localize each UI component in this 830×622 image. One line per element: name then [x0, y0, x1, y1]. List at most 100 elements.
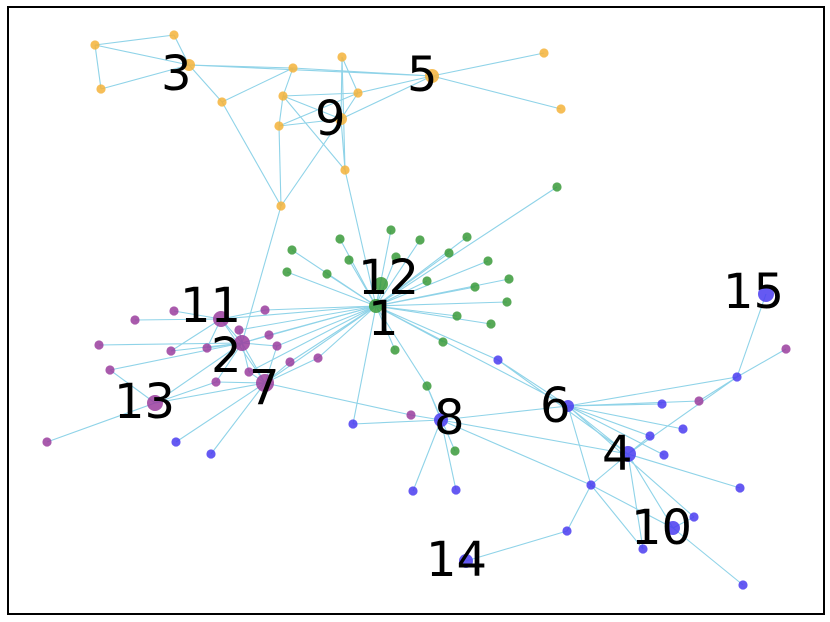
nodes-layer	[42, 30, 791, 590]
edge-h6-b10	[567, 405, 651, 437]
node-o3	[96, 84, 106, 94]
node-o10	[340, 165, 350, 175]
edge-h6-b12	[567, 405, 592, 486]
edge-h1-p5	[268, 305, 377, 336]
hub-label-15: 15	[723, 264, 784, 320]
hub-node-h1	[369, 299, 383, 313]
edge-o10-h1	[344, 169, 377, 307]
node-g7	[344, 255, 354, 265]
hub-node-h14	[459, 554, 473, 568]
hub-node-h2	[234, 335, 250, 351]
node-b8	[657, 399, 667, 409]
hub-label-8: 8	[434, 390, 465, 446]
edge-h8-b6	[440, 419, 457, 491]
node-g11	[282, 267, 292, 277]
node-p14	[211, 377, 221, 387]
edge-h1-p10	[289, 305, 377, 363]
edge-o13-h9	[280, 118, 342, 207]
node-p16	[42, 437, 52, 447]
node-g8	[444, 248, 454, 258]
node-p3	[260, 305, 270, 315]
edge-h6-b9	[567, 405, 684, 430]
edge-h1-g16	[375, 301, 508, 307]
hub-label-5: 5	[407, 47, 438, 103]
edge-h1-g12	[326, 273, 377, 307]
edge-h6-b11	[567, 405, 665, 456]
edge-h1-p13	[248, 305, 377, 373]
edge-h10-b17	[672, 527, 744, 586]
edge-h6-p17	[567, 400, 700, 407]
hub-label-13: 13	[114, 374, 175, 430]
edge-b1-h6	[497, 359, 569, 407]
edge-b7-h15	[736, 293, 767, 378]
edge-o3-h3	[100, 64, 190, 90]
edge-h6-b14	[567, 405, 695, 518]
node-b6	[451, 485, 461, 495]
edge-h1-p4	[238, 305, 377, 331]
hub-label-3: 3	[161, 46, 192, 102]
edge-o1-o3	[94, 44, 102, 90]
node-b14	[689, 512, 699, 522]
edge-h1-h7	[264, 305, 377, 384]
node-p18	[781, 344, 791, 354]
hub-node-h9	[335, 113, 347, 125]
hub-node-h15	[758, 286, 774, 302]
node-p6	[94, 340, 104, 350]
node-p15	[406, 410, 416, 420]
node-g15	[470, 282, 480, 292]
edge-h1-g13	[375, 280, 428, 307]
node-b10	[645, 431, 655, 441]
hub-label-7: 7	[249, 360, 280, 416]
node-p12	[105, 365, 115, 375]
hub-label-9: 9	[315, 91, 346, 147]
node-g13	[422, 276, 432, 286]
edge-h8-h4	[440, 419, 629, 455]
edge-h9-h5	[340, 75, 433, 120]
node-b15	[562, 526, 572, 536]
node-g14	[504, 274, 514, 284]
edge-h4-b7	[627, 376, 738, 455]
edge-h8-b12	[440, 419, 592, 486]
node-o11	[539, 48, 549, 58]
edge-b7-p18	[736, 348, 787, 378]
edge-h1-g3	[375, 239, 421, 307]
node-o12	[556, 104, 566, 114]
node-g18	[486, 319, 496, 329]
node-p13	[244, 367, 254, 377]
edge-h1-g1	[375, 186, 558, 307]
node-g2	[386, 225, 396, 235]
edge-h1-h11	[220, 305, 377, 320]
edge-h3-o4	[188, 64, 223, 103]
edge-h1-g21	[375, 305, 428, 387]
node-b7	[732, 372, 742, 382]
edge-h4-b16	[627, 453, 644, 550]
node-o4	[217, 97, 227, 107]
node-g3	[415, 235, 425, 245]
edge-h7-p11	[264, 357, 319, 384]
edge-h1-h6	[375, 305, 569, 407]
hub-node-h6	[562, 400, 574, 412]
node-p2	[169, 306, 179, 316]
edge-h5-o11	[431, 52, 545, 77]
edge-o8-o10	[341, 56, 346, 171]
edge-h8-b5	[412, 419, 442, 492]
node-o9	[353, 88, 363, 98]
edge-h2-p6	[98, 342, 243, 346]
node-p7	[166, 346, 176, 356]
edge-h11-h7	[220, 318, 266, 384]
edge-o7-h9	[278, 118, 342, 127]
edge-o5-o6	[282, 67, 294, 97]
hub-label-4: 4	[602, 426, 633, 482]
edge-h1-g8	[375, 252, 450, 307]
edge-h1-p9	[276, 305, 377, 347]
edge-h4-b13	[627, 453, 741, 489]
edge-h13-p12	[109, 369, 156, 404]
node-g22	[450, 446, 460, 456]
hub-node-h10	[666, 521, 680, 535]
hub-node-h8	[434, 413, 448, 427]
node-p8	[202, 343, 212, 353]
edge-h1-g20	[375, 305, 396, 351]
edge-o8-o9	[341, 56, 359, 94]
edge-h3-o5	[188, 64, 294, 69]
node-o7	[274, 121, 284, 131]
